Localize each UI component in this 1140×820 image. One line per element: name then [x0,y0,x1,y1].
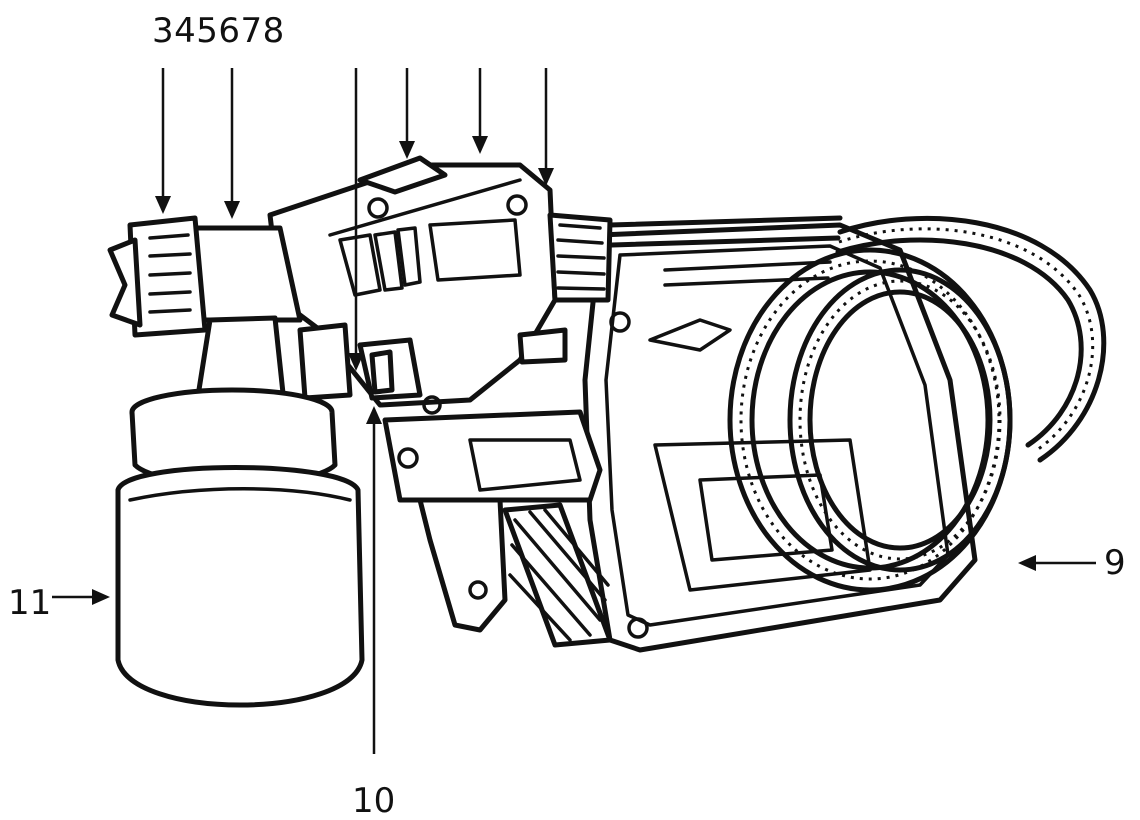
air-hose [607,215,1107,593]
callout-label-3-8: 345678 [152,11,285,51]
carry-strap [382,409,603,633]
callout-label-10: 10 [352,781,396,820]
nozzle [107,215,303,338]
leader-arrows [52,68,1096,754]
paint-container [115,387,365,708]
trigger [357,337,442,415]
callout-label-11: 11 [8,583,52,623]
callout-label-9: 9 [1104,543,1126,583]
vent-grille [502,502,613,648]
